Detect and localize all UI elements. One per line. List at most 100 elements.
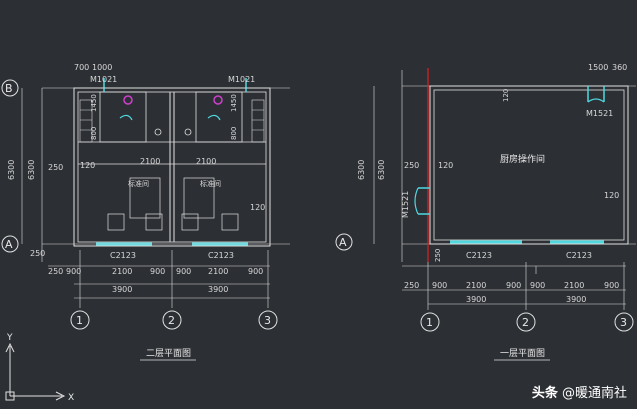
watermark: 头条 @暖通南社 (532, 382, 627, 401)
ladder-left (79, 99, 93, 143)
watermark-prefix: 头条 (531, 386, 558, 401)
right-bot-900a: 900 (432, 281, 447, 290)
door-arc-2 (207, 114, 221, 121)
right-dim-6300: 6300 (377, 160, 386, 180)
left-inner-wall (77, 91, 267, 243)
toilet-2 (213, 95, 223, 105)
left-bot-3900a: 3900 (112, 285, 132, 294)
right-window-label-1: C2123 (466, 251, 492, 260)
room-label-1: 标准间 (128, 179, 149, 188)
door-arc-1 (119, 114, 133, 121)
right-axis-a-label: A (339, 236, 347, 249)
left-dim-total: 6300 (7, 160, 16, 180)
col-2-label: 2 (168, 314, 175, 327)
right-axis-2-bubble (516, 312, 536, 332)
right-dim-250: 250 (404, 161, 419, 170)
axis-a-label: A (5, 238, 13, 251)
right-col-2-label: 2 (522, 316, 529, 329)
axis-1-bubble (70, 310, 90, 330)
right-bot-900c: 900 (530, 281, 545, 290)
right-door-top-label: M1521 (586, 109, 613, 118)
left-side-1450b: 1450 (230, 94, 238, 112)
right-plan-title: 一层平面图 (500, 348, 545, 359)
right-dim-120b: 120 (604, 191, 619, 200)
left-bot-900b: 900 (150, 267, 165, 276)
left-side-120a: 120 (80, 161, 95, 170)
left-floor-plan (21, 78, 290, 308)
right-col-3-label: 3 (620, 316, 627, 329)
right-dim-250b: 250 (434, 249, 442, 262)
room-dim-2: 2100 (196, 157, 216, 166)
ucs-x-label: X (68, 393, 74, 403)
chair-3 (181, 213, 199, 231)
right-top-120: 120 (502, 89, 510, 102)
right-bot-900b: 900 (506, 281, 521, 290)
ladder-right (251, 99, 265, 143)
chair-1 (107, 213, 125, 231)
ucs-icon (5, 342, 66, 401)
right-door-top (587, 86, 605, 102)
col-3-label: 3 (264, 314, 271, 327)
left-bot-2100a: 2100 (112, 267, 132, 276)
right-dim-120a: 120 (438, 161, 453, 170)
sink-1 (154, 128, 162, 136)
top-dim-700: 700 (74, 63, 89, 72)
left-outer-wall (73, 87, 271, 247)
right-dim-total: 6300 (357, 160, 366, 180)
axis-2-bubble (162, 310, 182, 330)
right-bot-2100a: 2100 (466, 281, 486, 290)
left-side-120b: 120 (250, 203, 265, 212)
right-axis-bubbles (335, 233, 634, 332)
right-axis-1-bubble (420, 312, 440, 332)
left-axis-bubbles (1, 79, 278, 330)
right-room-label: 厨房操作间 (500, 153, 545, 165)
right-inner-wall (433, 89, 625, 241)
room-label-2: 标准间 (200, 179, 221, 188)
door-label-1: M1021 (90, 75, 117, 84)
bath-left (99, 91, 147, 143)
chair-2 (145, 213, 163, 231)
room-dim-1: 2100 (140, 157, 160, 166)
left-bot-250: 250 (48, 267, 63, 276)
bed-left (129, 177, 161, 219)
window-label-1: C2123 (110, 251, 136, 260)
left-dim-6300: 6300 (27, 160, 36, 180)
left-plan-title: 二层平面图 (146, 348, 191, 359)
left-bot-900a: 900 (66, 267, 81, 276)
chair-4 (221, 213, 239, 231)
watermark-handle: @暖通南社 (561, 386, 627, 401)
door-label-2: M1021 (228, 75, 255, 84)
ucs-y-label: Y (6, 333, 13, 343)
right-axis-3-bubble (614, 312, 634, 332)
right-bot-2100b: 2100 (564, 281, 584, 290)
bed-right (183, 177, 215, 219)
left-side-800a: 800 (90, 127, 98, 140)
right-window-label-2: C2123 (566, 251, 592, 260)
left-side-1450a: 1450 (90, 94, 98, 112)
toilet-1 (123, 95, 133, 105)
axis-3-bubble (258, 310, 278, 330)
right-col-1-label: 1 (426, 316, 433, 329)
right-bot-3900a: 3900 (466, 295, 486, 304)
axis-a-bubble (1, 235, 19, 253)
right-door-side (418, 187, 430, 215)
left-bot-900d: 900 (248, 267, 263, 276)
sink-2 (184, 128, 192, 136)
right-bot-900d: 900 (604, 281, 619, 290)
left-bot-900c: 900 (176, 267, 191, 276)
right-top-1500: 1500 (588, 63, 608, 72)
right-top-360: 360 (612, 63, 627, 72)
left-dim-250: 250 (48, 163, 63, 172)
right-floor-plan (373, 68, 636, 310)
col-1-label: 1 (76, 314, 83, 327)
right-door-side-label: M1521 (401, 191, 410, 218)
right-axis-a-bubble (335, 233, 353, 251)
right-bot-3900b: 3900 (566, 295, 586, 304)
top-dim-1000: 1000 (92, 63, 112, 72)
left-side-800b: 800 (230, 127, 238, 140)
right-bot-250: 250 (404, 281, 419, 290)
axis-b-label: B (5, 82, 13, 95)
left-bot-2100b: 2100 (208, 267, 228, 276)
